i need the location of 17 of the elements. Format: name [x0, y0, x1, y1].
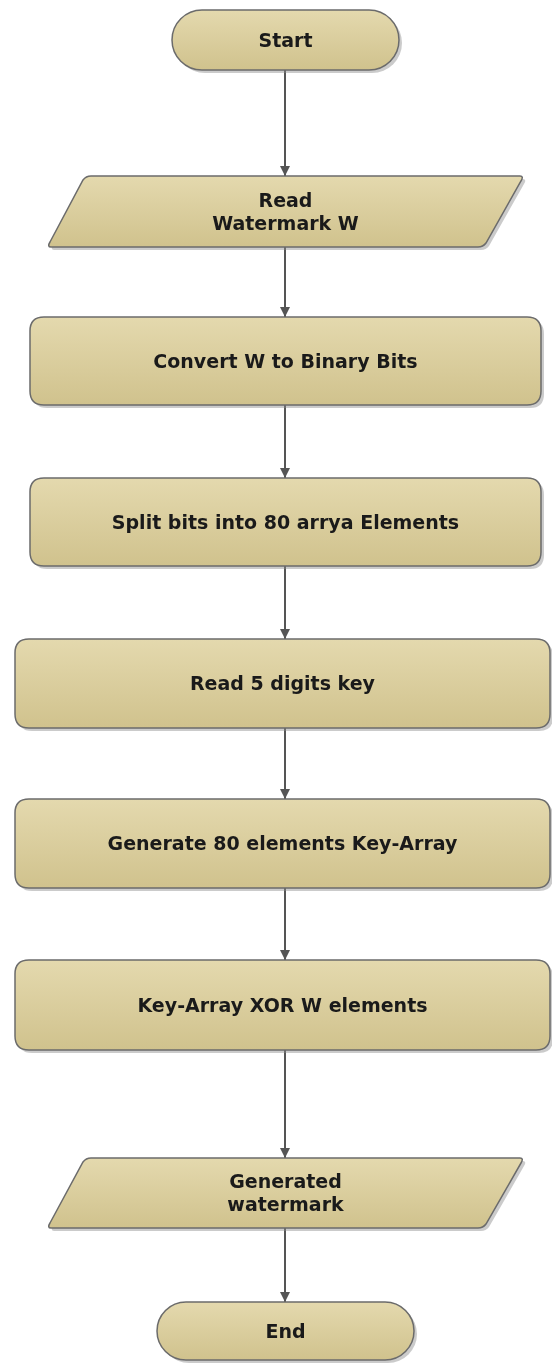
- step-label: Key-Array XOR W elements: [136, 993, 429, 1017]
- arrow: [280, 1227, 290, 1303]
- arrow: [280, 565, 290, 640]
- arrow: [280, 69, 290, 177]
- arrow: [280, 1049, 290, 1159]
- step-label: Read 5 digits key: [189, 672, 376, 695]
- arrow: [280, 404, 290, 479]
- arrow: [280, 727, 290, 800]
- step-label: Read Watermark W: [211, 188, 360, 235]
- step-label: Generate 80 elements Key-Array: [106, 832, 459, 855]
- step-label: Split bits into 80 arrya Elements: [110, 510, 461, 534]
- arrow: [280, 887, 290, 961]
- step-label: End: [264, 1319, 307, 1343]
- step-label: Generated watermark: [226, 1170, 345, 1216]
- arrow: [280, 246, 290, 318]
- step-label: Start: [257, 28, 314, 52]
- step-label: Convert W to Binary Bits: [152, 349, 419, 373]
